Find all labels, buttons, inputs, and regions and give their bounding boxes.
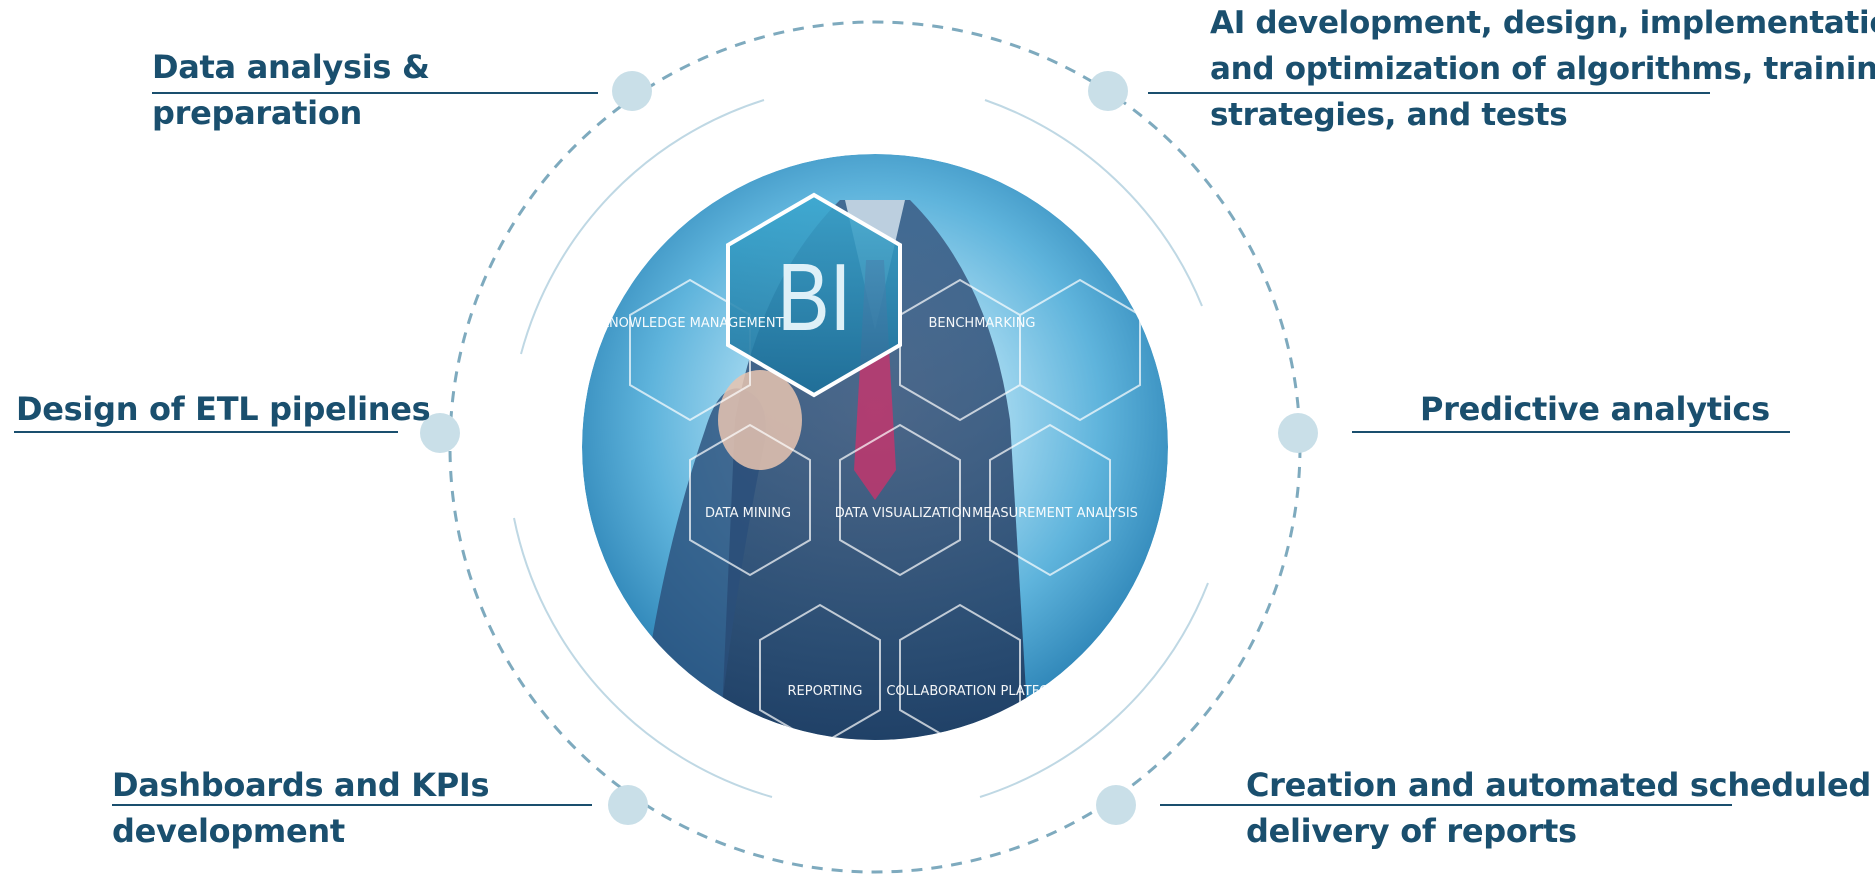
label-predictive: Predictive analytics: [1420, 386, 1770, 432]
bi-hexagon: [726, 192, 902, 398]
label-line: Dashboards and KPIs: [112, 766, 490, 804]
hex-label-benchmarking: BENCHMARKING: [928, 316, 1035, 331]
label-line: strategies, and tests: [1210, 97, 1568, 133]
business-intelligence-hexagon-photo-icon: [582, 154, 1168, 740]
label-ai-development: AI development, design, implementation, …: [1210, 0, 1875, 138]
node-data-analysis: [612, 71, 652, 111]
hex-label-mining: DATA MINING: [705, 506, 791, 521]
node-predictive: [1278, 413, 1318, 453]
label-line: AI development, design, implementation,: [1210, 5, 1875, 41]
label-dashboards: Dashboards and KPIs development: [112, 762, 490, 854]
node-dashboards: [608, 785, 648, 825]
bi-hexagon-label: BI: [777, 244, 851, 351]
hex-label-collaboration: COLLABORATION PLATFORM: [886, 684, 1069, 699]
label-line: Data analysis &: [152, 48, 430, 86]
label-line: Creation and automated scheduled: [1246, 766, 1871, 804]
label-line: delivery of reports: [1246, 812, 1577, 850]
node-etl: [420, 413, 460, 453]
label-line: and optimization of algorithms, training: [1210, 51, 1875, 87]
hex-label-knowledge: KNOWLEDGE MANAGEMENT: [600, 316, 783, 331]
inner-arc-bottom-right: [979, 582, 1209, 798]
label-etl: Design of ETL pipelines: [16, 386, 431, 432]
label-line: development: [112, 812, 345, 850]
inner-arc-top-right: [984, 99, 1203, 307]
label-data-analysis: Data analysis & preparation: [152, 44, 430, 136]
hex-label-reporting: REPORTING: [788, 684, 863, 699]
label-line: Design of ETL pipelines: [16, 390, 431, 428]
label-line: preparation: [152, 94, 362, 132]
inner-arc-top-left: [520, 99, 765, 355]
hex-label-visualization: DATA VISUALIZATION: [835, 506, 972, 521]
hex-label-measurement: MEASUREMENT ANALYSIS: [972, 506, 1138, 521]
node-reports: [1096, 785, 1136, 825]
label-reports: Creation and automated scheduled deliver…: [1246, 762, 1871, 854]
inner-arc-bottom-left: [513, 517, 773, 798]
node-ai-development: [1088, 71, 1128, 111]
label-line: Predictive analytics: [1420, 390, 1770, 428]
